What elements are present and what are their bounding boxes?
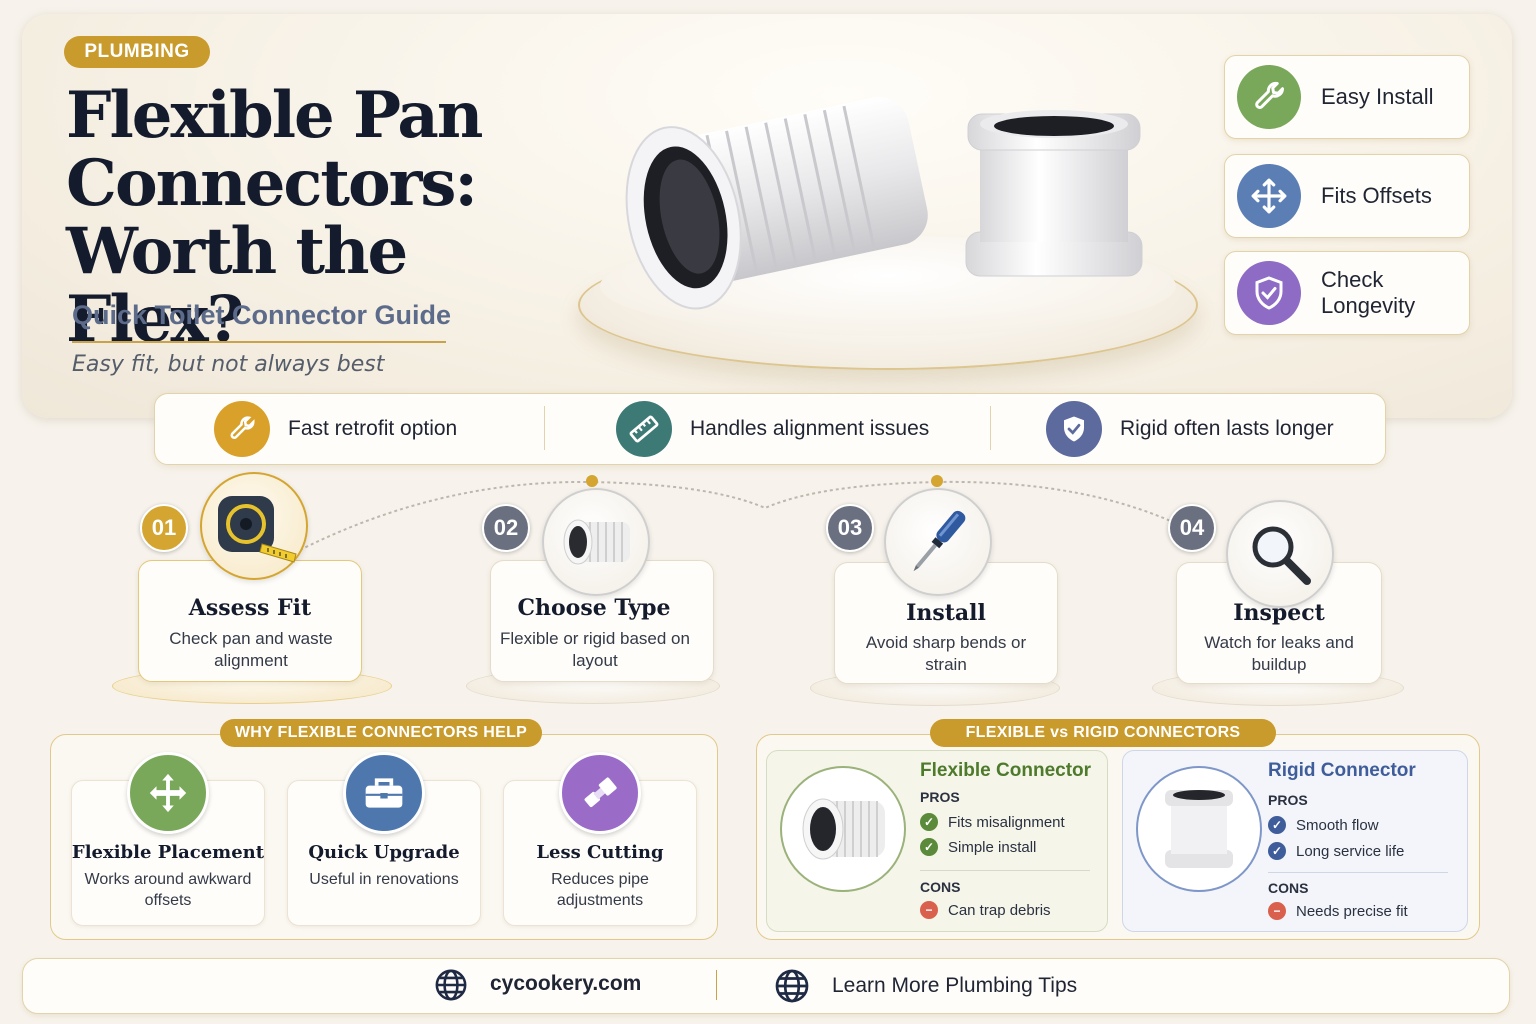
step-card-assess-fit — [138, 560, 362, 682]
benefit-divider — [544, 406, 545, 450]
step-number-badge: 02 — [482, 504, 530, 552]
why-flexible-heading: WHY FLEXIBLE CONNECTORS HELP — [220, 719, 542, 747]
globe-icon — [774, 968, 810, 1008]
learn-more-link[interactable]: Learn More Plumbing Tips — [832, 974, 1078, 997]
con-text: Can trap debris — [948, 901, 1051, 919]
flexible-connector-thumbnail — [780, 766, 906, 892]
why-card-description: Useful in renovations — [309, 871, 459, 888]
benefit-item-rigid-longer: Rigid often lasts longer — [1046, 400, 1334, 458]
flexible-pro-item: ✓ Simple install — [920, 838, 1036, 856]
why-card-title: Less Cutting — [536, 842, 664, 863]
benefit-label: Handles alignment issues — [690, 417, 930, 440]
pro-text: Simple install — [948, 838, 1037, 856]
wrench-icon — [214, 401, 270, 457]
globe-icon — [434, 968, 468, 1006]
step-title: Choose Type — [517, 595, 671, 621]
feature-label: Easy Install — [1321, 84, 1434, 109]
step-description: Avoid sharp bends or strain — [865, 633, 1027, 674]
page-tagline: Easy fit, but not always best — [72, 352, 385, 377]
flexible-pro-item: ✓ Fits misalignment — [920, 813, 1065, 831]
section-divider — [920, 870, 1090, 871]
check-icon: ✓ — [1268, 842, 1286, 860]
why-card-title: Flexible Placement — [71, 842, 265, 863]
magnifier-icon — [1226, 500, 1334, 608]
title-line-3: Worth the Flex? — [66, 214, 408, 357]
flexible-connector-image — [625, 97, 928, 310]
move-arrows-icon — [127, 752, 209, 834]
check-icon: ✓ — [920, 838, 938, 856]
flexible-connector-name: Flexible Connector — [920, 760, 1092, 781]
rigid-connector-name: Rigid Connector — [1268, 760, 1416, 781]
feature-label: Check Longevity — [1321, 267, 1416, 318]
wrench-icon — [1237, 65, 1301, 129]
con-text: Needs precise fit — [1296, 902, 1408, 920]
footer-bar — [22, 958, 1510, 1014]
benefit-divider — [990, 406, 991, 450]
rigid-connector-thumbnail — [1136, 766, 1262, 892]
flexible-pros-label: PROS — [920, 789, 960, 805]
feature-card-easy-install: Easy Install — [1224, 55, 1470, 139]
category-tag: PLUMBING — [64, 36, 210, 68]
footer-divider — [716, 970, 717, 1000]
step-title: Assess Fit — [188, 595, 312, 621]
rigid-con-item: − Needs precise fit — [1268, 902, 1408, 920]
pro-text: Fits misalignment — [948, 813, 1065, 831]
shield-check-icon — [1237, 261, 1301, 325]
benefit-label: Fast retrofit option — [288, 417, 458, 440]
step-number-badge: 04 — [1168, 504, 1216, 552]
section-divider — [1268, 872, 1448, 873]
move-arrows-icon — [1237, 164, 1301, 228]
minus-icon: − — [1268, 902, 1286, 920]
feature-card-check-longevity: Check Longevity — [1224, 251, 1470, 335]
subtitle-divider — [72, 341, 446, 343]
feature-card-fits-offsets: Fits Offsets — [1224, 154, 1470, 238]
step-title: Install — [906, 600, 986, 626]
title-line-1: Flexible Pan — [66, 78, 483, 153]
rigid-pros-label: PROS — [1268, 792, 1308, 808]
rigid-pro-item: ✓ Smooth flow — [1268, 816, 1379, 834]
step-description: Flexible or rigid based on layout — [500, 629, 690, 670]
minus-icon: − — [920, 901, 938, 919]
check-icon: ✓ — [920, 813, 938, 831]
step-description: Check pan and waste alignment — [169, 629, 333, 670]
step-path-line — [299, 475, 1191, 551]
title-line-2: Connectors: — [66, 146, 478, 221]
screwdriver-icon — [884, 488, 992, 596]
flexible-con-item: − Can trap debris — [920, 901, 1051, 919]
pipe-icon — [559, 752, 641, 834]
why-card-title: Quick Upgrade — [308, 842, 460, 863]
why-card-description: Reduces pipe adjustments — [551, 871, 649, 909]
pro-text: Smooth flow — [1296, 816, 1379, 834]
compare-heading: FLEXIBLE vs RIGID CONNECTORS — [930, 719, 1276, 747]
flexible-cons-label: CONS — [920, 879, 961, 895]
tape-measure-icon — [200, 472, 308, 580]
step-description: Watch for leaks and buildup — [1204, 633, 1354, 674]
benefit-bar — [154, 393, 1386, 465]
benefit-item-fast-retrofit: Fast retrofit option — [214, 400, 457, 458]
feature-label: Fits Offsets — [1321, 183, 1432, 208]
step-number-badge: 03 — [826, 504, 874, 552]
pro-text: Long service life — [1296, 842, 1405, 860]
why-card-description: Works around awkward offsets — [84, 871, 252, 909]
connector-icon — [542, 488, 650, 596]
rigid-cons-label: CONS — [1268, 880, 1309, 896]
step-title: Inspect — [1233, 600, 1325, 626]
page-subtitle: Quick Toilet Connector Guide — [72, 300, 452, 330]
ruler-icon — [616, 401, 672, 457]
site-link[interactable]: cycookery.com — [490, 972, 642, 995]
step-number-badge: 01 — [140, 504, 188, 552]
benefit-item-alignment: Handles alignment issues — [616, 400, 929, 458]
shield-check-icon — [1046, 401, 1102, 457]
rigid-connector-image — [965, 110, 1143, 277]
rigid-pro-item: ✓ Long service life — [1268, 842, 1404, 860]
benefit-label: Rigid often lasts longer — [1120, 417, 1334, 440]
check-icon: ✓ — [1268, 816, 1286, 834]
toolbox-icon — [343, 752, 425, 834]
